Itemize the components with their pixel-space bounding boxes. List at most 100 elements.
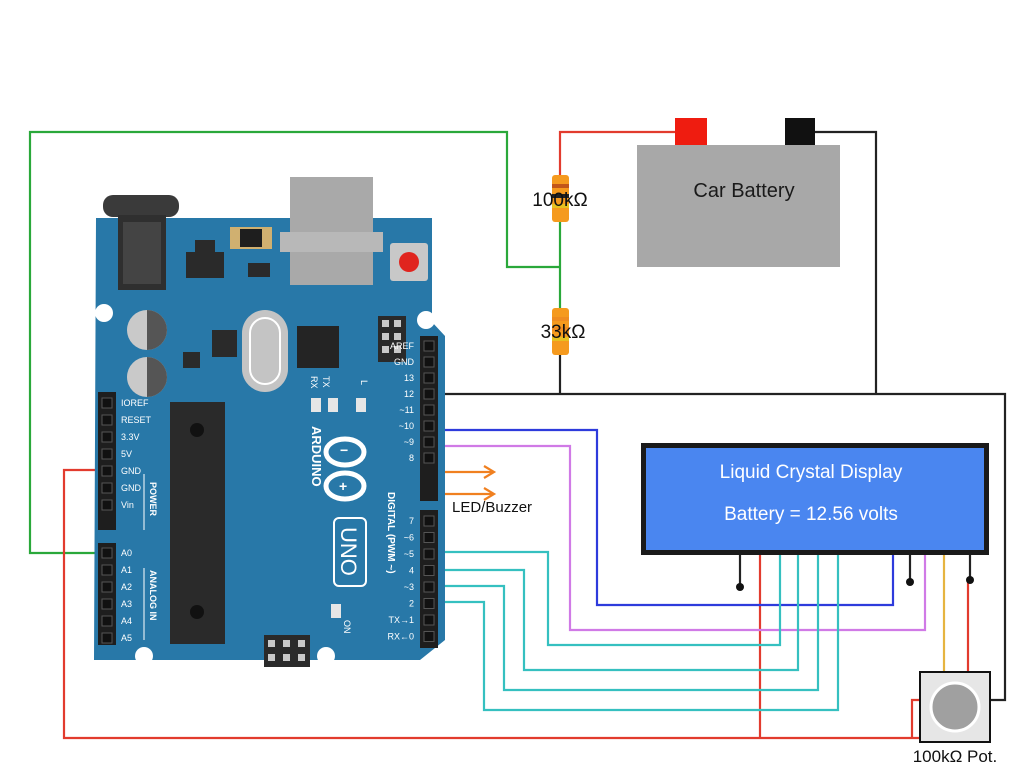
digital-pin-label: 2 — [409, 599, 414, 609]
analog-pin — [101, 615, 113, 627]
power-pin — [101, 499, 113, 511]
led-label-on: ON — [342, 620, 352, 634]
power-header-title: POWER — [148, 482, 158, 517]
led-label-tx: TX — [321, 376, 331, 388]
analog-pin-label: A4 — [121, 616, 132, 626]
uno-badge — [333, 517, 367, 587]
svg-text:−: − — [340, 442, 348, 458]
resistor-100k-label: 100kΩ — [532, 190, 587, 211]
lcd-reading: Battery = 12.56 volts — [724, 504, 898, 525]
led-label-l: L — [359, 380, 369, 385]
analog-pin — [101, 581, 113, 593]
digital-pin-label: GND — [394, 357, 415, 367]
resistor-33k-label: 33kΩ — [541, 322, 586, 343]
digital-pin — [423, 452, 435, 464]
digital-pin-label: AREF — [390, 341, 415, 351]
power-pin-label: GND — [121, 483, 142, 493]
analog-pin — [101, 564, 113, 576]
analog-pin — [101, 598, 113, 610]
outputs-label: LED/Buzzer — [452, 499, 532, 516]
power-pin-label: RESET — [121, 415, 152, 425]
digital-pin-label: 13 — [404, 373, 414, 383]
wire-pin5 — [430, 550, 782, 647]
wire-a0-to-divider — [28, 130, 560, 555]
power-pin — [101, 482, 113, 494]
digital-pin — [423, 548, 435, 560]
digital-pin — [423, 404, 435, 416]
wire-pin3 — [430, 555, 820, 692]
digital-pin — [423, 631, 435, 642]
digital-header-title: DIGITAL (PWM ~) — [385, 492, 396, 574]
digital-header-bottom — [420, 510, 438, 648]
usb-controller-chip — [297, 326, 339, 368]
pot-knob — [929, 681, 981, 733]
battery-positive-terminal — [675, 118, 707, 145]
digital-pin — [423, 340, 435, 352]
battery-negative-terminal — [785, 118, 815, 145]
arduino-logo-text: ARDUINO — [309, 426, 324, 487]
power-pin-label: IOREF — [121, 398, 149, 408]
power-pin — [101, 414, 113, 426]
wires — [28, 130, 1007, 740]
digital-pin-label: ~5 — [404, 549, 414, 559]
digital-pin — [423, 614, 435, 626]
digital-pin — [423, 515, 435, 527]
potentiometer: 100kΩ Pot. — [913, 671, 998, 766]
digital-pin-label: ~6 — [404, 533, 414, 543]
car-battery: Car Battery — [637, 118, 840, 267]
digital-pin — [423, 565, 435, 576]
digital-pin — [423, 420, 435, 432]
digital-pin-label: ~3 — [404, 582, 414, 592]
digital-pin-label: 4 — [409, 566, 414, 576]
lcd-module: Liquid Crystal Display Battery = 12.56 v… — [641, 443, 989, 555]
digital-pin — [423, 598, 435, 609]
analog-pin — [101, 547, 113, 559]
voltage-divider: 100kΩ 33kΩ — [532, 175, 588, 355]
digital-pin — [423, 532, 435, 543]
digital-pin-label: TX→1 — [388, 615, 414, 625]
lcd-screen — [646, 448, 984, 550]
power-pin-label: 5V — [121, 449, 132, 459]
led-label-rx: RX — [309, 376, 319, 389]
wire-pin11 — [430, 444, 927, 632]
analog-pin-label: A5 — [121, 633, 132, 643]
analog-pin-label: A1 — [121, 565, 132, 575]
digital-pin-label: ~11 — [399, 405, 414, 415]
wire-battery-positive — [558, 130, 690, 175]
power-pin — [101, 431, 113, 443]
dc-power-jack — [103, 195, 179, 217]
digital-pin-label: RX←0 — [387, 632, 414, 642]
power-pin-label: Vin — [121, 500, 134, 510]
digital-pin — [423, 581, 435, 593]
lcd-stub-dots — [736, 576, 974, 591]
power-pin — [101, 465, 113, 477]
analog-pin-label: A0 — [121, 548, 132, 558]
wire-pin2 — [430, 555, 840, 712]
digital-pin-label: 7 — [409, 516, 414, 526]
wire-ground-bus — [430, 392, 1007, 702]
power-pin-label: 3.3V — [121, 432, 140, 442]
power-pin — [101, 448, 113, 460]
digital-pin — [423, 388, 435, 400]
power-header — [98, 392, 116, 530]
wire-pot-left — [910, 698, 920, 738]
analog-pin-label: A3 — [121, 599, 132, 609]
usb-port — [290, 177, 373, 285]
digital-pin-label: ~9 — [404, 437, 414, 447]
wire-pin4 — [430, 555, 800, 672]
arduino-uno-board: TX RX L ON − + ARDUINO UNO DIGITAL (PWM … — [94, 177, 445, 667]
pot-label: 100kΩ Pot. — [913, 747, 998, 766]
battery-label: Car Battery — [693, 180, 794, 202]
digital-pin-label: 12 — [404, 389, 414, 399]
digital-pin — [423, 372, 435, 384]
digital-pin-label: 8 — [409, 453, 414, 463]
svg-text:+: + — [339, 478, 347, 494]
wire-battery-negative — [800, 130, 878, 394]
digital-pin — [423, 436, 435, 448]
battery-body — [637, 145, 840, 267]
analog-header-title: ANALOG IN — [148, 570, 158, 621]
uno-badge-text: UNO — [336, 527, 361, 576]
crystal-oscillator — [242, 310, 288, 392]
power-pin — [101, 397, 113, 409]
wire-pin12 — [430, 428, 895, 607]
